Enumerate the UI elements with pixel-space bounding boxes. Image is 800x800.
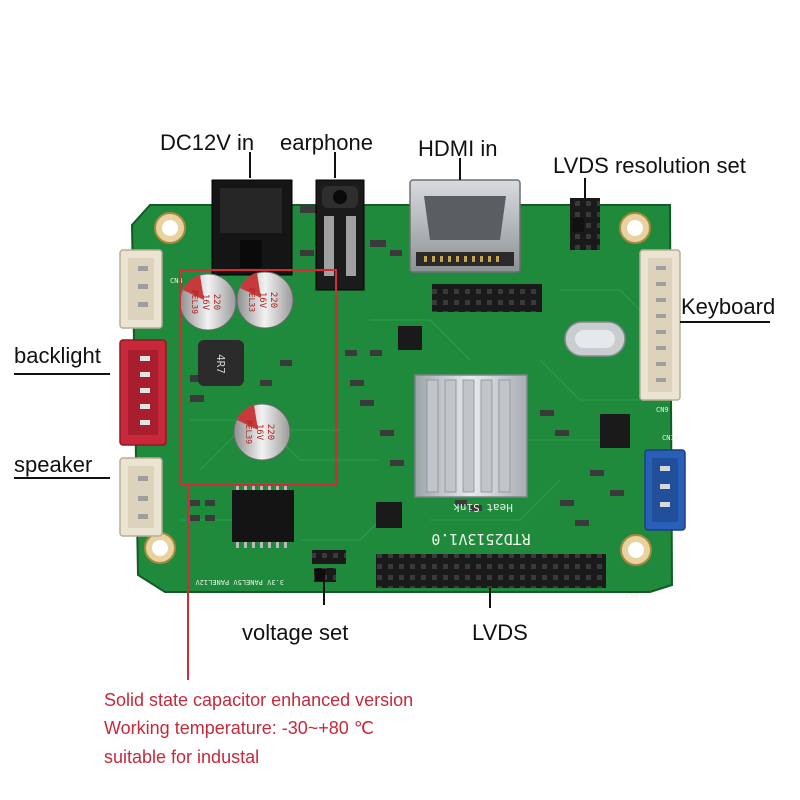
capacitor-3: 220 16V PEL39 bbox=[233, 403, 291, 461]
capacitor-2: 220 16V PEL33 bbox=[236, 271, 294, 329]
ic-small-1 bbox=[398, 326, 422, 350]
cap2-voltage: 16V bbox=[257, 292, 267, 309]
hdmi-connector bbox=[409, 179, 521, 273]
pcb-text-cn9: CN9 bbox=[656, 406, 669, 414]
heatsink bbox=[414, 374, 528, 498]
cap3-value: 220 bbox=[265, 424, 275, 440]
connector-cn4 bbox=[119, 249, 163, 329]
ic-small-2 bbox=[376, 502, 402, 528]
jumper-silkscreen: 3.3V PANEL5V PANEL12V bbox=[195, 578, 284, 586]
cap1-value: 220 bbox=[211, 294, 221, 310]
inductor: 4R7 bbox=[198, 340, 244, 386]
note-line-2: Working temperature: -30~+80 ℃ bbox=[104, 718, 375, 738]
mounting-holes bbox=[144, 212, 652, 566]
label-backlight: backlight bbox=[14, 343, 101, 368]
note-line-3: suitable for industal bbox=[104, 747, 260, 767]
dc-jack bbox=[211, 179, 293, 276]
earphone-jack bbox=[315, 179, 365, 291]
label-speaker: speaker bbox=[14, 452, 93, 477]
speaker-connector bbox=[119, 457, 163, 537]
cap2-value: 220 bbox=[268, 292, 278, 308]
lvds-header bbox=[376, 554, 606, 588]
note-line-1: Solid state capacitor enhanced version bbox=[104, 690, 414, 710]
board-model: RTD2513V1.0 bbox=[431, 530, 530, 548]
backlight-connector bbox=[119, 339, 167, 446]
pcb-text-cn8: CN8 bbox=[626, 592, 639, 600]
capacitor-highlight-box bbox=[179, 269, 337, 486]
lvds-resolution-jumper bbox=[570, 198, 600, 250]
label-keyboard: Keyboard bbox=[681, 294, 776, 319]
cap3-code: PEL39 bbox=[244, 420, 253, 444]
inductor-label: 4R7 bbox=[214, 354, 227, 374]
pcb-text-cn10: CN10 bbox=[662, 434, 679, 442]
silkscreen: CN4 CN8 CN9 CN10 bbox=[170, 277, 679, 600]
label-lvds-resolution: LVDS resolution set bbox=[553, 153, 746, 178]
cap1-code: PEL39 bbox=[190, 290, 199, 314]
keyboard-connector bbox=[639, 249, 681, 401]
label-dc-in: DC12V in bbox=[160, 130, 255, 155]
heatsink-label: Heat Sink bbox=[453, 501, 513, 514]
cap3-voltage: 16V bbox=[254, 424, 264, 441]
pointer-lines bbox=[14, 152, 770, 608]
pcb-text-cn4: CN4 bbox=[170, 277, 183, 285]
cap1-voltage: 16V bbox=[200, 294, 210, 311]
smd-components bbox=[190, 205, 624, 526]
label-earphone: earphone bbox=[280, 130, 373, 155]
ir-connector bbox=[644, 449, 686, 531]
capacitor-1: 220 16V PEL39 bbox=[179, 273, 237, 331]
voltage-set-jumper bbox=[312, 550, 346, 582]
ic-u6 bbox=[600, 414, 630, 448]
audio-amp-ic bbox=[232, 484, 294, 548]
pin-header-top bbox=[432, 284, 542, 312]
crystal-oscillator bbox=[564, 321, 626, 357]
label-hdmi-in: HDMI in bbox=[418, 136, 498, 161]
label-voltage-set: voltage set bbox=[242, 620, 349, 645]
cap2-code: PEL33 bbox=[247, 288, 256, 312]
label-lvds: LVDS bbox=[472, 620, 528, 645]
